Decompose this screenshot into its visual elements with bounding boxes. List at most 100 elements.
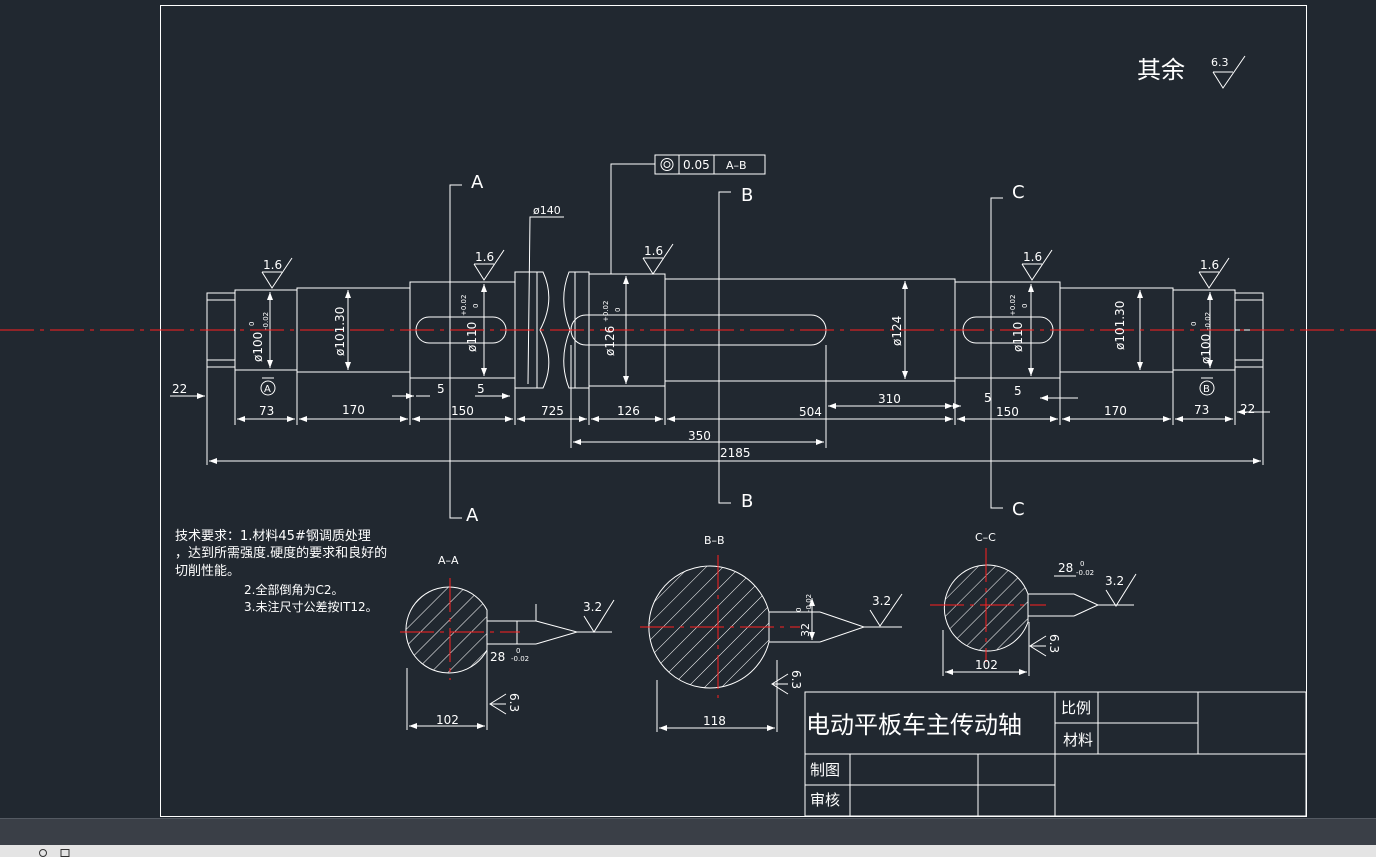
- dia-100-left: ø100: [251, 332, 265, 362]
- section-aa-rough-side: 6.3: [507, 693, 521, 712]
- section-aa-tol-up: 0: [516, 647, 520, 655]
- dim-5-c: 5: [984, 391, 992, 405]
- dia-110-right: ø110: [1011, 322, 1025, 352]
- section-bb-tol-dn: -0.02: [805, 594, 813, 612]
- dim-22-right: 22: [1240, 402, 1255, 416]
- section-mark-b-bottom: B: [741, 491, 753, 512]
- rough-5: 1.6: [1200, 258, 1219, 272]
- title-block-grid: [804, 691, 1307, 817]
- section-mark-c-bottom: C: [1012, 499, 1025, 520]
- drawing-title: 电动平板车主传动轴: [806, 711, 1022, 739]
- section-aa-key: 28: [490, 650, 505, 664]
- dim-5-a: 5: [437, 382, 445, 396]
- dia-124: ø124: [890, 316, 904, 346]
- tol-110-left-up: +0.02: [460, 295, 468, 316]
- section-mark-b-top: B: [741, 185, 753, 206]
- tol-110-left-dn: 0: [472, 304, 480, 308]
- section-bb-key: 32: [799, 623, 812, 637]
- tol-110-right-up: +0.02: [1009, 295, 1017, 316]
- section-cc-key: 28: [1058, 561, 1073, 575]
- section-bb-rough-side: 6.3: [789, 670, 803, 689]
- section-cc-rough-side: 6.3: [1047, 634, 1061, 653]
- drawing-canvas[interactable]: 其余 6.3 A A B B C C 0.05 A–B ø140 ø100 0 …: [0, 0, 1376, 818]
- horizontal-dims: [170, 393, 1270, 464]
- dim-150-right: 150: [996, 405, 1019, 419]
- rough-1: 1.6: [263, 258, 282, 272]
- rough-2: 1.6: [475, 250, 494, 264]
- dim-170-right: 170: [1104, 404, 1127, 418]
- dim-310: 310: [878, 392, 901, 406]
- section-cc-title: C–C: [975, 531, 996, 544]
- center-lines: [0, 329, 1376, 698]
- drawn-by-label: 制图: [810, 761, 840, 779]
- scale-label: 比例: [1061, 699, 1091, 717]
- tol-110-right-dn: 0: [1021, 304, 1029, 308]
- section-bb-tol-up: 0: [795, 608, 803, 612]
- dia-140-leader: [527, 216, 564, 385]
- rough-3: 1.6: [644, 244, 663, 258]
- tech-req-line-1: 技术要求：1.材料45#钢调质处理: [175, 529, 371, 544]
- dim-5-b: 5: [477, 382, 485, 396]
- section-cut-lines: [449, 184, 1003, 519]
- dia-126: ø126: [603, 326, 617, 356]
- tol-126-up: +0.02: [602, 301, 610, 322]
- dim-73-left: 73: [259, 404, 274, 418]
- section-mark-a-bottom: A: [466, 505, 479, 526]
- tech-req-line-2: ，达到所需强度.硬度的要求和良好的: [175, 545, 387, 561]
- dia-140: ø140: [533, 204, 561, 217]
- tol-100-right-up: 0: [1190, 322, 1198, 326]
- section-aa-tol-dn: -0.02: [511, 655, 529, 663]
- section-mark-c-top: C: [1012, 182, 1025, 203]
- section-bb-title: B–B: [704, 534, 725, 547]
- dia-100-right: ø100: [1199, 334, 1213, 364]
- dia-10130-right: ø101.30: [1113, 301, 1127, 350]
- material-label: 材料: [1063, 731, 1093, 749]
- datum-a: A: [264, 384, 271, 395]
- dim-22-left: 22: [172, 382, 187, 396]
- section-aa-drawing: [405, 586, 615, 730]
- dim-504: 504: [799, 405, 822, 419]
- general-roughness-value: 6.3: [1211, 56, 1229, 69]
- tol-100-right-dn: -0.02: [1204, 312, 1212, 330]
- dim-73-right: 73: [1194, 403, 1209, 417]
- extension-lines: [206, 345, 1264, 465]
- status-bar: [0, 818, 1376, 857]
- datum-symbols: [260, 377, 1215, 396]
- checked-by-label: 审核: [810, 791, 840, 809]
- dia-110-left: ø110: [465, 322, 479, 352]
- tol-126-dn: 0: [614, 308, 622, 312]
- tolerance-datum: A–B: [726, 159, 747, 172]
- tolerance-frame: [610, 154, 766, 274]
- tech-req-line-5: 3.未注尺寸公差按IT12。: [244, 599, 378, 614]
- tol-100-left-dn: -0.02: [262, 312, 270, 330]
- section-bb-drawing: [648, 565, 903, 732]
- tech-req-line-4: 2.全部倒角为C2。: [244, 582, 343, 597]
- dim-5-d: 5: [1014, 384, 1022, 398]
- dim-170-left: 170: [342, 403, 365, 417]
- dim-2185: 2185: [720, 446, 751, 460]
- drawing-border: [160, 5, 1307, 817]
- rough-4: 1.6: [1023, 250, 1042, 264]
- section-aa-rough-key: 3.2: [583, 600, 602, 614]
- dim-725: 725: [541, 404, 564, 418]
- general-roughness-label: 其余: [1137, 56, 1185, 84]
- datum-b: B: [1203, 384, 1210, 395]
- section-bb-width: 118: [703, 714, 726, 728]
- section-cc-rough-key: 3.2: [1105, 574, 1124, 588]
- tol-100-left-up: 0: [248, 322, 256, 326]
- status-bar-strip: [0, 845, 1376, 857]
- section-cc-tol-up: 0: [1080, 560, 1084, 568]
- dim-126: 126: [617, 404, 640, 418]
- roughness-symbols: [261, 55, 1246, 289]
- section-cc-tol-dn: -0.02: [1076, 569, 1094, 577]
- dim-150-left: 150: [451, 404, 474, 418]
- dim-350: 350: [688, 429, 711, 443]
- section-aa-width: 102: [436, 713, 459, 727]
- dia-10130-left: ø101.30: [333, 307, 347, 356]
- section-bb-rough-key: 3.2: [872, 594, 891, 608]
- tech-req-line-3: 切削性能。: [175, 564, 240, 579]
- tolerance-value: 0.05: [683, 158, 710, 172]
- section-mark-a-top: A: [471, 172, 484, 193]
- section-aa-title: A–A: [438, 554, 459, 567]
- section-cc-width: 102: [975, 658, 998, 672]
